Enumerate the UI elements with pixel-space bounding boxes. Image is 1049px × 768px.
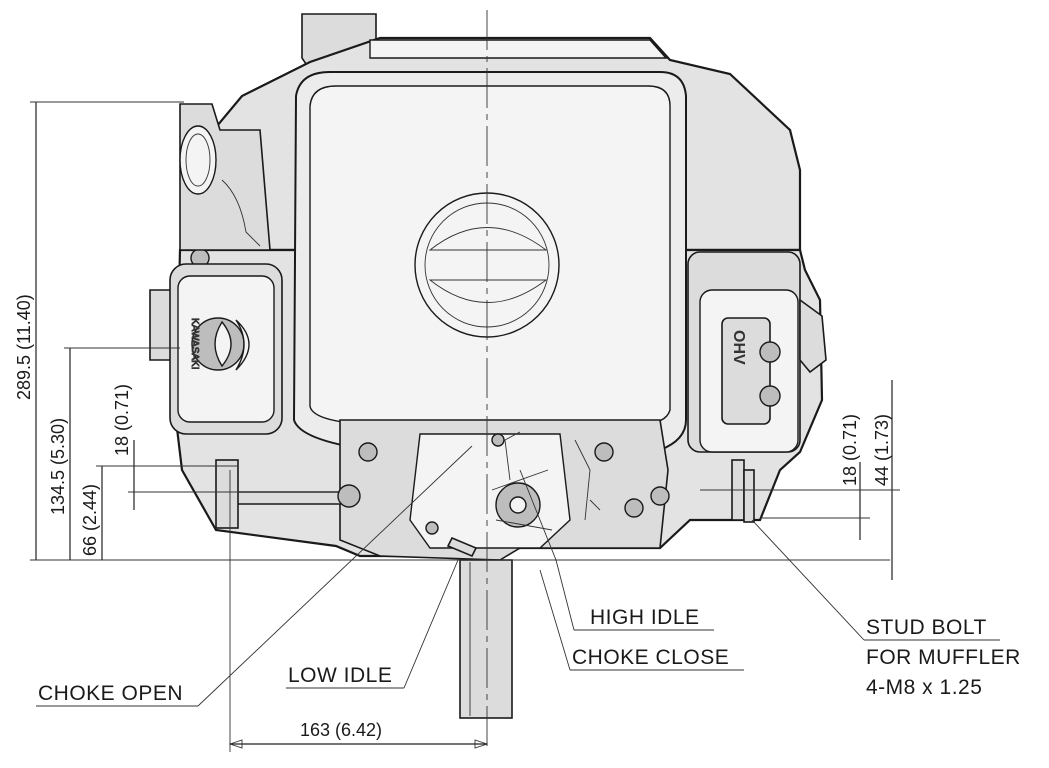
tank-brand-text: KAWASAKI xyxy=(189,318,200,370)
dim-left-18: 18 (0.71) xyxy=(112,384,132,456)
callout-bolt-spec: 4-M8 x 1.25 xyxy=(866,676,982,699)
left-dimension-lines xyxy=(30,101,890,752)
rocker-cover-right: OHV xyxy=(687,251,827,523)
callout-choke-close: CHOKE CLOSE xyxy=(572,646,729,669)
cover-ohv-text: OHV xyxy=(730,330,747,365)
dim-overall-height: 289.5 (11.40) xyxy=(14,294,34,400)
dim-right-18: 18 (0.71) xyxy=(840,414,860,486)
fuel-tank-left: KAWASAKI xyxy=(149,103,283,435)
callout-for-muffler: FOR MUFFLER xyxy=(866,646,1021,669)
callout-high-idle: HIGH IDLE xyxy=(590,606,700,629)
dim-right-44: 44 (1.73) xyxy=(872,414,892,486)
engine-body xyxy=(174,13,824,719)
callout-choke-open: CHOKE OPEN xyxy=(38,682,183,705)
dim-height-66: 66 (2.44) xyxy=(80,484,100,556)
dim-width-163: 163 (6.42) xyxy=(300,720,382,740)
callout-low-idle: LOW IDLE xyxy=(288,664,392,687)
dim-height-134: 134.5 (5.30) xyxy=(48,418,68,515)
right-dimension-lines xyxy=(700,380,900,580)
callout-leaders xyxy=(36,445,1000,707)
callout-stud-bolt: STUD BOLT xyxy=(866,616,987,639)
